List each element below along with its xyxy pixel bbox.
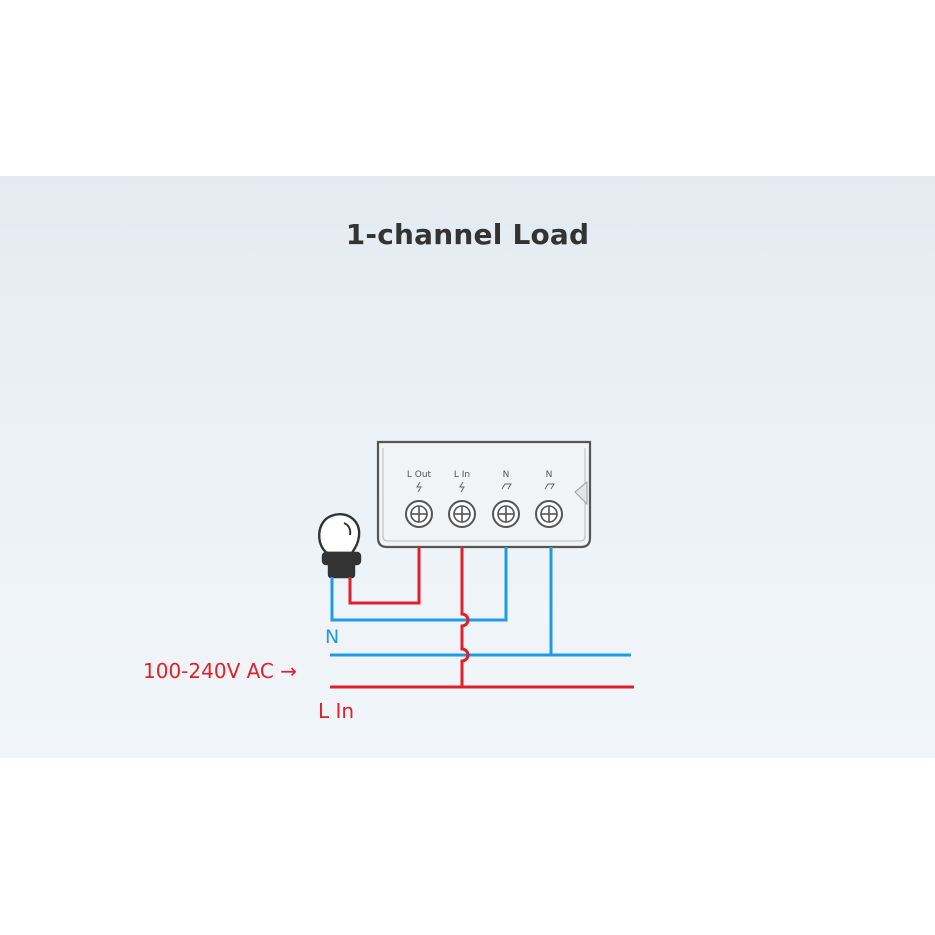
live-in-wire [460,547,470,687]
light-bulb-icon [318,513,362,579]
screw-terminal-l-out [405,500,433,528]
neutral-symbol-icon [501,483,512,490]
diagram-title: 1-channel Load [345,218,590,251]
terminal-label-n-2: N [546,470,553,480]
neutral-wire-lamp [330,547,508,622]
lightning-icon [459,481,465,493]
screw-terminal-l-in [448,500,476,528]
live-in-label: L In [318,699,354,723]
lightning-icon [416,481,422,493]
screw-terminal-n-1 [492,500,520,528]
terminal-label-l-in: L In [454,470,470,480]
terminal-block [376,440,592,549]
screw-terminal-n-2 [535,500,563,528]
neutral-label: N [325,626,339,648]
terminal-label-n-1: N [503,470,510,480]
neutral-symbol-icon [544,483,555,490]
supply-voltage-label: 100-240V AC → [143,659,297,683]
screw-terminals [405,500,563,528]
live-out-wire [348,547,421,605]
terminal-label-l-out: L Out [407,470,432,480]
